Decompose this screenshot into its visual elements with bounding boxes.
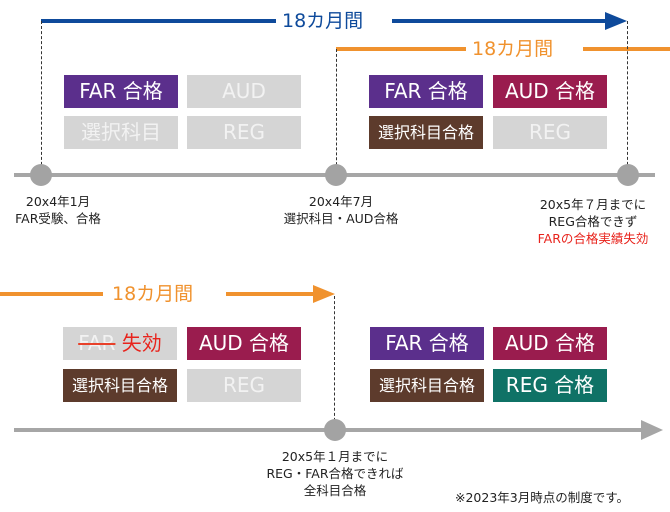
footnote: ※2023年3月時点の制度です。 xyxy=(455,490,629,505)
timeline-arrow-head-icon xyxy=(641,420,663,440)
milestone-caption-2: 20x4年7月 選択科目・AUD合格 xyxy=(266,193,416,227)
tag-reg-pending: REG xyxy=(493,116,607,149)
tag-reg-pending: REG xyxy=(187,116,301,149)
tag-far-expired: FAR 失効 xyxy=(63,327,177,360)
orange-span-line-right xyxy=(226,292,318,296)
milestone-dot xyxy=(324,419,346,441)
milestone-dot xyxy=(30,164,52,186)
dashed-guide xyxy=(41,21,42,175)
orange-arrow-head-icon xyxy=(313,285,335,303)
tag-sentaku-passed: 選択科目合格 xyxy=(63,369,177,402)
milestone-dot xyxy=(325,164,347,186)
caption-text: FAR受験、合格 xyxy=(15,211,101,226)
milestone-caption-3: 20x5年７月までに REG合格できず FARの合格実績失効 xyxy=(518,196,668,247)
far-expired-text: 失効 xyxy=(121,331,162,355)
tag-aud-pending: AUD xyxy=(187,75,301,108)
tag-sentaku-passed: 選択科目合格 xyxy=(369,116,483,149)
tag-aud-passed: AUD 合格 xyxy=(187,327,301,360)
tag-aud-passed: AUD 合格 xyxy=(493,327,607,360)
orange-span-label-top: 18カ月間 xyxy=(466,37,560,61)
blue-arrow-head-icon xyxy=(605,12,627,30)
tag-sentaku-passed: 選択科目合格 xyxy=(370,369,484,402)
orange-span-line-left xyxy=(0,292,103,296)
blue-span-label: 18カ月間 xyxy=(276,9,370,33)
caption-date: 20x5年７月までに xyxy=(539,197,647,212)
dashed-guide xyxy=(627,21,628,175)
caption-date: 20x5年１月までに xyxy=(281,449,389,464)
dashed-guide xyxy=(336,49,337,175)
tag-far-passed: FAR 合格 xyxy=(370,327,484,360)
blue-span-line-right xyxy=(392,19,610,23)
caption-text: REG・FAR合格できれば xyxy=(266,466,404,481)
caption-result: 全科目合格 xyxy=(303,483,367,498)
milestone-dot xyxy=(617,164,639,186)
caption-date: 20x4年1月 xyxy=(25,194,91,209)
caption-expired-warning: FARの合格実績失効 xyxy=(537,231,649,246)
milestone-caption-4: 20x5年１月までに REG・FAR合格できれば 全科目合格 xyxy=(240,448,430,499)
tag-sentaku-pending: 選択科目 xyxy=(64,116,178,149)
tag-aud-passed: AUD 合格 xyxy=(493,75,607,108)
tag-far-passed: FAR 合格 xyxy=(369,75,483,108)
blue-span-line-left xyxy=(41,19,281,23)
caption-text: 選択科目・AUD合格 xyxy=(283,211,399,226)
tag-far-passed: FAR 合格 xyxy=(64,75,178,108)
tag-reg-passed: REG 合格 xyxy=(493,369,607,402)
caption-date: 20x4年7月 xyxy=(308,194,374,209)
milestone-caption-1: 20x4年1月 FAR受験、合格 xyxy=(0,193,118,227)
caption-text: REG合格できず xyxy=(548,214,638,229)
orange-span-line-left xyxy=(336,47,466,51)
tag-reg-pending: REG xyxy=(187,369,301,402)
orange-span-label-bottom: 18カ月間 xyxy=(106,282,200,306)
orange-span-line-right xyxy=(583,47,670,51)
dashed-guide xyxy=(334,296,335,426)
far-struck-text: FAR xyxy=(78,331,116,355)
